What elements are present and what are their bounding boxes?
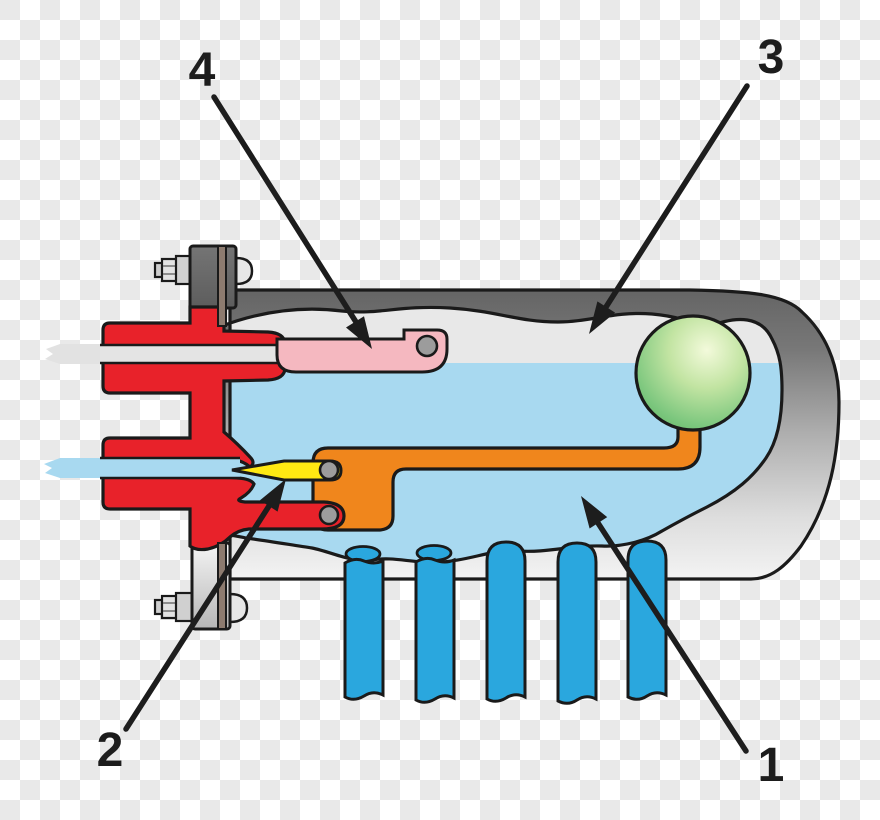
liquid-pipe-bore (100, 459, 240, 478)
callout-arrowheads (260, 301, 616, 529)
arrow-2-shaft (123, 503, 272, 732)
arrow-4-head (346, 316, 372, 349)
vapor-pipe-stub (45, 344, 101, 364)
bottom-bolt-end (228, 592, 249, 624)
top-mounting-bolt (153, 254, 194, 286)
needle-pivot-pin (318, 459, 340, 481)
label-1: 1 (758, 739, 785, 792)
flapper-valve (275, 328, 449, 374)
arrow-1-shaft (595, 520, 749, 754)
arrow-4-shaft (211, 94, 359, 325)
vapor-pipe-bore (100, 345, 283, 363)
top-bolt-end (234, 256, 254, 286)
heat-exchanger-tube-2 (414, 556, 456, 704)
arrow-2-head (260, 479, 286, 512)
label-4: 4 (189, 44, 216, 97)
top-flange-block (188, 244, 238, 310)
heat-exchanger-tube-3 (485, 540, 527, 703)
liquid-inlet-pipe-stub (44, 458, 101, 478)
top-gasket (217, 245, 227, 327)
heat-exchanger-tube-1 (343, 557, 385, 701)
label-3: 3 (758, 31, 785, 84)
arrow-3-head (589, 301, 616, 334)
float-ball (634, 314, 752, 432)
arrow-3-shaft (603, 83, 750, 310)
arm-pivot-pin (318, 504, 340, 526)
label-2: 2 (97, 724, 124, 777)
float-linkage (311, 420, 702, 532)
bottom-mounting-bolt (153, 591, 194, 623)
arrow-1-head (581, 496, 608, 529)
heat-exchanger-tube-4 (556, 541, 598, 705)
callout-arrows (123, 83, 750, 754)
flapper-pivot-pin (415, 334, 439, 358)
